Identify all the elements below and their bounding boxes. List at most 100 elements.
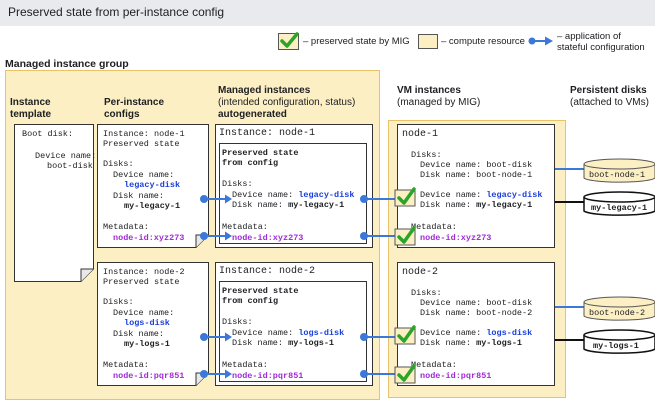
template-boot: Boot disk: [22, 129, 74, 139]
disk-my-logs-1: my-logs-1 [593, 341, 639, 351]
vm2-device-label: Device name: [420, 328, 487, 338]
pic2-disk-label: Disk name: [113, 329, 165, 339]
pic1-disk-value: my-legacy-1 [124, 201, 181, 211]
vm1-boot-device-label: Device name: [420, 160, 487, 170]
pic1-instance: Instance: node-1 [103, 129, 185, 139]
vm2-boot-device-label: Device name: [420, 298, 487, 308]
vm1-metadata-value: node-id:xyz273 [420, 233, 492, 243]
pic2-metadata-value: node-id:pqr851 [113, 371, 185, 381]
vm2-boot-device-value: boot-disk [486, 298, 533, 308]
pic1-disks: Disks: [103, 159, 134, 169]
header-per-instance-2: configs [104, 109, 140, 120]
header-disks-2: (attached to VMs) [570, 97, 649, 108]
mi1-header-label: Instance: [219, 128, 280, 139]
pic2-disk-value: my-logs-1 [124, 339, 170, 349]
disk-boot-node-2: boot-node-2 [589, 308, 646, 318]
vm-node-2 [397, 262, 555, 386]
instance-template-box [14, 124, 94, 282]
vm2-boot-disk-value: boot-node-2 [476, 308, 533, 318]
vm2-metadata-value: node-id:pqr851 [420, 371, 492, 381]
mi1-disk-value: my-legacy-1 [288, 200, 345, 210]
mi1-ps-2: from config [222, 158, 279, 168]
vm2-boot-device: Device name: boot-disk [420, 298, 532, 308]
pic1-device-label: Device name: [113, 170, 175, 180]
mi2-inner-box [219, 281, 367, 382]
mi1-metadata-value: node-id:xyz273 [232, 233, 304, 243]
pic2-device-value: logs-disk [124, 318, 170, 328]
mi1-header: Instance: node-1 [219, 128, 315, 140]
legend-compute: – compute resource [441, 36, 525, 47]
pic1-instance-label: Instance: [103, 129, 155, 139]
vm-node-1 [397, 124, 555, 248]
pic1-metadata-value: node-id:xyz273 [113, 233, 185, 243]
vm1-boot-device-value: boot-disk [486, 160, 533, 170]
mi2-disk-label: Disk name: [232, 338, 289, 348]
pic1-preserved: Preserved state [103, 139, 180, 149]
vm1-disk-value: my-legacy-1 [476, 200, 533, 210]
mi2-metadata-value: node-id:pqr851 [232, 371, 304, 381]
pic2-instance: Instance: node-2 [103, 267, 185, 277]
pic1-disk-label: Disk name: [113, 191, 165, 201]
mi2-device-value: logs-disk [298, 328, 345, 338]
vm1-boot-device: Device name: boot-disk [420, 160, 532, 170]
vm2-disk-label: Disk name: [420, 338, 477, 348]
disk-boot-node-1: boot-node-1 [589, 170, 646, 180]
mi1-disk: Disk name: my-legacy-1 [232, 200, 344, 210]
page-title: Preserved state from per-instance config [8, 5, 225, 19]
mi2-disks: Disks: [222, 317, 253, 327]
vm2-disk-value: my-logs-1 [476, 338, 523, 348]
arrow-icon [528, 36, 553, 46]
mi1-device-label: Device name: [232, 190, 299, 200]
vm1-metadata-label: Metadata: [411, 222, 457, 232]
mig-label: Managed instance group [5, 58, 129, 70]
mi2-header-name: node-2 [279, 266, 316, 277]
vm1-boot-disk-value: boot-node-1 [476, 170, 533, 180]
header-template-1: Instance [10, 97, 51, 108]
check-icon [278, 32, 299, 50]
vm2-disk: Disk name: my-logs-1 [420, 338, 522, 348]
vm1-device-label: Device name: [420, 190, 487, 200]
mi1-disk-label: Disk name: [232, 200, 289, 210]
vm2-metadata-label: Metadata: [411, 360, 457, 370]
header-managed-2: (intended configuration, status) [218, 97, 356, 108]
vm2-boot-disk-label: Disk name: [420, 308, 477, 318]
vm1-device: Device name: legacy-disk [420, 190, 542, 200]
header-template-2: template [10, 109, 52, 120]
vm1-device-value: legacy-disk [486, 190, 543, 200]
vm2-disks: Disks: [411, 288, 442, 298]
mi2-device-label: Device name: [232, 328, 299, 338]
title-bar [0, 0, 655, 26]
vm1-disks: Disks: [411, 150, 442, 160]
header-managed-1: Managed instances [218, 85, 311, 96]
legend-application-2: stateful configuration [557, 42, 645, 53]
vm2-name: node-2 [402, 267, 439, 278]
vm1-boot-disk: Disk name: boot-node-1 [420, 170, 532, 180]
pic2-instance-label: Instance: [103, 267, 155, 277]
pic1-metadata-label: Metadata: [103, 222, 149, 232]
pic1-instance-name: node-1 [154, 129, 185, 139]
pic2-disks: Disks: [103, 297, 134, 307]
legend-application: – application of [557, 31, 621, 42]
pic2-device-label: Device name: [113, 308, 175, 318]
pic1-device-value: legacy-disk [124, 180, 181, 190]
header-vm-1: VM instances [397, 85, 461, 96]
header-managed-3: autogenerated [218, 109, 287, 120]
header-vm-2: (managed by MIG) [397, 97, 481, 108]
mi1-ps-1: Preserved state [222, 148, 299, 158]
mi2-ps-2: from config [222, 296, 279, 306]
header-per-instance-1: Per-instance [104, 97, 165, 108]
template-device-value: boot-disk [47, 161, 93, 171]
mi2-header-label: Instance: [219, 266, 280, 277]
mi1-header-name: node-1 [279, 128, 316, 139]
vm2-device: Device name: logs-disk [420, 328, 532, 338]
pic2-preserved: Preserved state [103, 277, 180, 287]
mi2-disk: Disk name: my-logs-1 [232, 338, 334, 348]
pic2-instance-name: node-2 [154, 267, 185, 277]
mi1-disks: Disks: [222, 179, 253, 189]
per-instance-config-1 [97, 124, 209, 248]
pic2-metadata-label: Metadata: [103, 360, 149, 370]
disk-my-legacy-1: my-legacy-1 [591, 203, 648, 213]
legend-preserved: – preserved state by MIG [303, 36, 410, 47]
vm1-disk-label: Disk name: [420, 200, 477, 210]
legend-compute-swatch [418, 34, 438, 49]
